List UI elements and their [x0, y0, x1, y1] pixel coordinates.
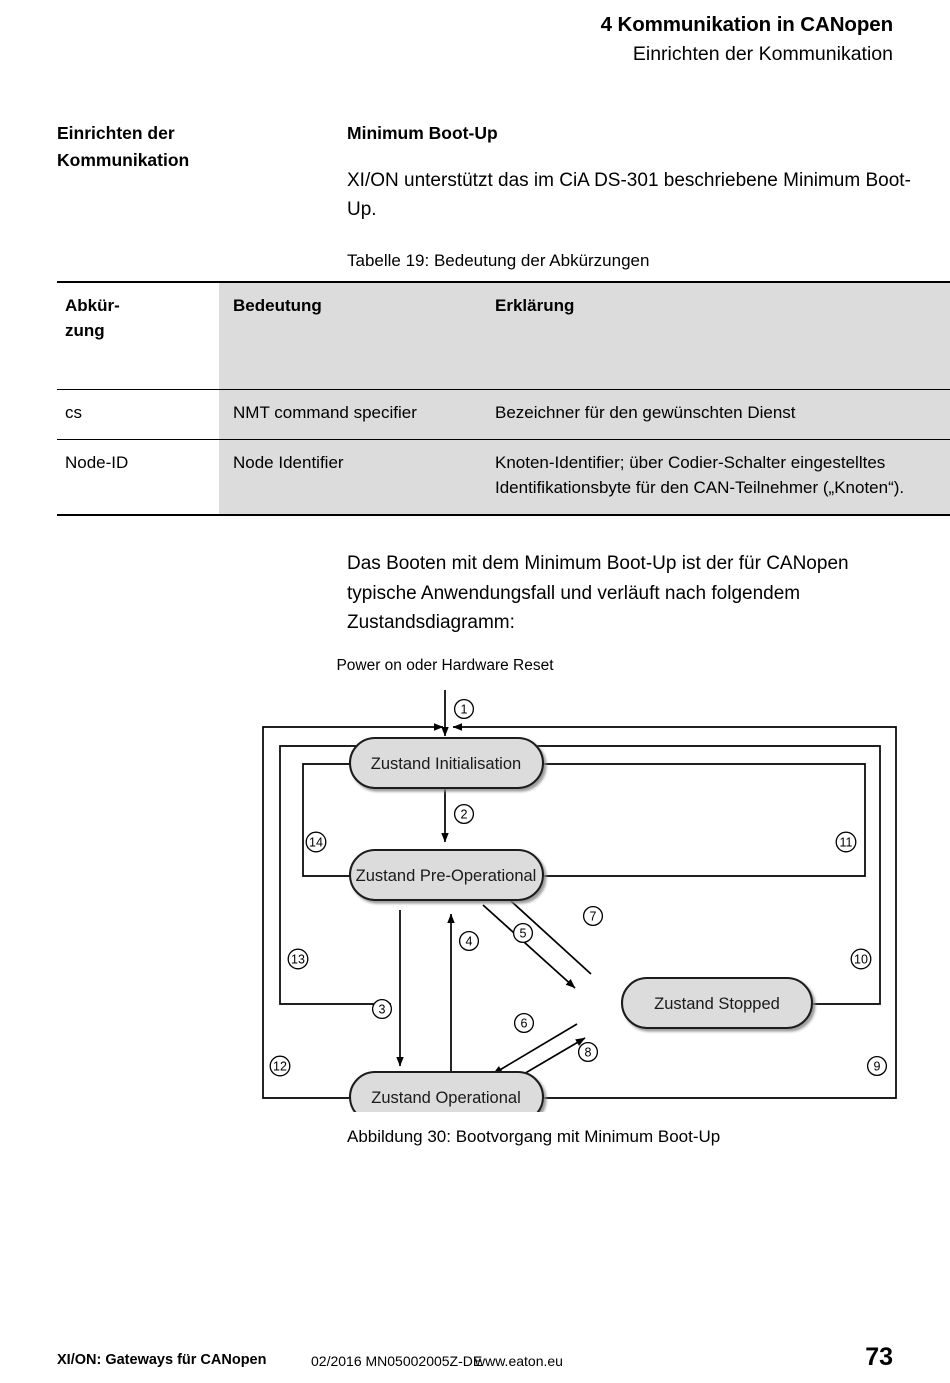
transition-badge-14: 14: [305, 831, 327, 853]
figure-caption: Abbildung 30: Bootvorgang mit Minimum Bo…: [347, 1127, 721, 1146]
footer-url[interactable]: www.eaton.eu: [475, 1353, 563, 1369]
svg-text:9: 9: [874, 1060, 881, 1074]
state-node-init: Zustand Initialisation: [348, 736, 545, 790]
svg-text:7: 7: [590, 910, 597, 924]
transition-badge-1: 1: [453, 698, 475, 720]
col-header-explanation: Erklärung: [481, 282, 950, 390]
state-diagram: Zustand Initialisation Zustand Pre-Opera…: [255, 652, 905, 1112]
transition-badge-8: 8: [577, 1041, 599, 1063]
state-label-preop: Zustand Pre-Operational: [356, 867, 537, 885]
svg-text:14: 14: [309, 836, 323, 850]
abbreviation-table: Abkür- zung Bedeutung Erklärung cs NMT c…: [57, 281, 950, 516]
col-header-meaning: Bedeutung: [219, 282, 481, 390]
cell-meaning: Node Identifier: [219, 439, 481, 515]
state-label-operational: Zustand Operational: [371, 1089, 521, 1107]
transition-7-line: [499, 890, 592, 975]
transition-badge-5: 5: [512, 922, 534, 944]
transition-badge-9: 9: [866, 1055, 888, 1077]
table-caption: Tabelle 19: Bedeutung der Abkürzungen: [347, 251, 650, 270]
table-row: Node-ID Node Identifier Knoten-Identifie…: [57, 439, 950, 515]
transition-badge-6: 6: [513, 1012, 535, 1034]
svg-text:12: 12: [273, 1060, 287, 1074]
svg-text:2: 2: [461, 808, 468, 822]
transition-badge-12: 12: [269, 1055, 291, 1077]
table-row: cs NMT command specifier Bezeichner für …: [57, 389, 950, 440]
transition-badge-4: 4: [458, 930, 480, 952]
transition-12-path: [262, 723, 444, 1099]
svg-text:4: 4: [466, 935, 473, 949]
svg-text:8: 8: [585, 1046, 592, 1060]
transition-badge-2: 2: [453, 803, 475, 825]
svg-text:6: 6: [521, 1017, 528, 1031]
diagram-entry-label: Power on oder Hardware Reset: [336, 657, 554, 674]
header-chapter: 4 Kommunikation in CANopen: [600, 13, 893, 36]
transition-badge-11: 11: [835, 831, 857, 853]
state-node-stopped: Zustand Stopped: [620, 976, 814, 1030]
svg-text:3: 3: [379, 1003, 386, 1017]
state-label-stopped: Zustand Stopped: [654, 995, 780, 1013]
transition-badge-13: 13: [287, 948, 309, 970]
transition-badge-7: 7: [582, 905, 604, 927]
table-header-row: Abkür- zung Bedeutung Erklärung: [57, 282, 950, 390]
transition-11-path: [452, 760, 866, 877]
footer-docnumber: 02/2016 MN05002005Z-DE: [311, 1353, 483, 1369]
page-subheading: Minimum Boot-Up: [347, 123, 498, 143]
cell-explanation: Bezeichner für den gewünschten Dienst: [481, 389, 950, 440]
svg-text:1: 1: [461, 703, 468, 717]
running-header: 4 Kommunikation in CANopen Einrichten de…: [0, 10, 893, 69]
cell-meaning: NMT command specifier: [219, 389, 481, 440]
page-number: 73: [865, 1343, 893, 1371]
transition-5-line: [482, 904, 576, 989]
transition-9-path: [452, 723, 897, 1099]
col-header-abbrev: Abkür- zung: [57, 282, 219, 390]
cell-abbrev: Node-ID: [57, 439, 219, 515]
state-label-init: Zustand Initialisation: [371, 755, 521, 773]
body-paragraph: Das Booten mit dem Minimum Boot-Up ist d…: [347, 553, 849, 633]
state-node-operational: Zustand Operational: [348, 1070, 545, 1112]
cell-explanation: Knoten-Identifier; über Codier-Schalter …: [481, 439, 950, 515]
transition-badge-10: 10: [850, 948, 872, 970]
svg-text:13: 13: [291, 953, 305, 967]
svg-text:10: 10: [854, 953, 868, 967]
svg-text:5: 5: [520, 927, 527, 941]
margin-heading: Einrichten der Kommunikation: [57, 123, 190, 170]
header-section: Einrichten der Kommunikation: [632, 43, 893, 65]
state-node-preop: Zustand Pre-Operational: [348, 848, 545, 902]
svg-text:11: 11: [840, 836, 853, 850]
footer-title: XI/ON: Gateways für CANopen: [57, 1352, 267, 1368]
transition-badge-3: 3: [371, 998, 393, 1020]
transition-6-line: [492, 1023, 578, 1075]
page-footer: XI/ON: Gateways für CANopen 02/2016 MN05…: [57, 1343, 893, 1378]
intro-paragraph: XI/ON unterstützt das im CiA DS-301 besc…: [347, 170, 911, 220]
cell-abbrev: cs: [57, 389, 219, 440]
